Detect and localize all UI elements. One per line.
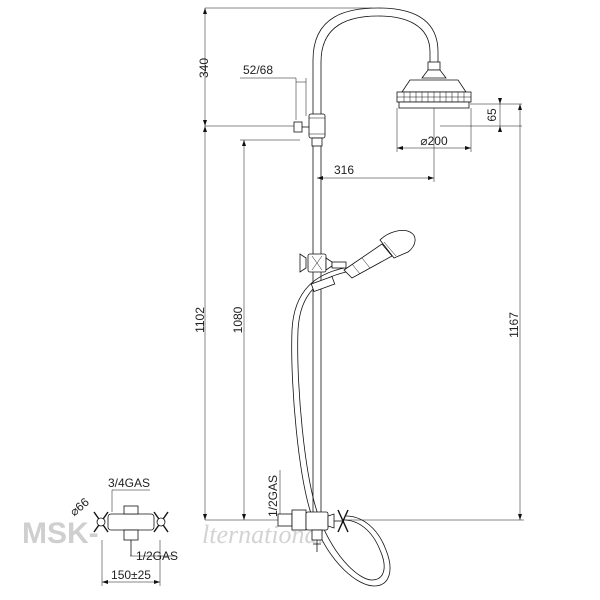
dimension-316: 316 (317, 108, 435, 182)
shower-arm (312, 7, 439, 118)
dimension-1080-label: 1080 (231, 306, 245, 333)
dimension-52-68: 52/68 (240, 63, 307, 120)
dimension-1102: 1102 (193, 126, 207, 520)
dimension-1167-label: 1167 (507, 312, 521, 338)
riser-pipe (312, 146, 322, 512)
hand-shower-holder (299, 253, 347, 273)
dimension-65: 65 (470, 98, 522, 132)
dimension-3-4gas-label: 3/4GAS (108, 476, 150, 490)
dimension-340: 340 (197, 7, 372, 126)
dimension-65-label: 65 (485, 108, 499, 122)
dimension-1167: 1167 (507, 104, 522, 520)
diverter-valve (277, 509, 349, 552)
dimension-inlet-1-2gas: 1/2GAS (266, 470, 281, 518)
dimension-316-label: 316 (334, 163, 354, 177)
dimension-340-label: 340 (197, 58, 211, 78)
dimension-150-label: 150±25 (111, 568, 151, 582)
dimension-1080: 1080 (231, 139, 300, 520)
dimension-52-68-label: 52/68 (243, 63, 273, 77)
mixer-detail: 3/4GAS ⌀66 1/2GAS 150±25 (67, 476, 178, 586)
dimension-1102-label: 1102 (193, 307, 207, 333)
dimension-diameter-66-label: ⌀66 (67, 495, 92, 519)
dimension-outlet-1-2gas-label: 1/2GAS (136, 549, 178, 563)
watermark-brand: MSK- (22, 517, 99, 550)
wall-bracket (293, 113, 326, 147)
shower-head (396, 61, 472, 109)
dimension-inlet-1-2gas-label: 1/2GAS (266, 475, 280, 517)
hand-shower (343, 230, 416, 279)
